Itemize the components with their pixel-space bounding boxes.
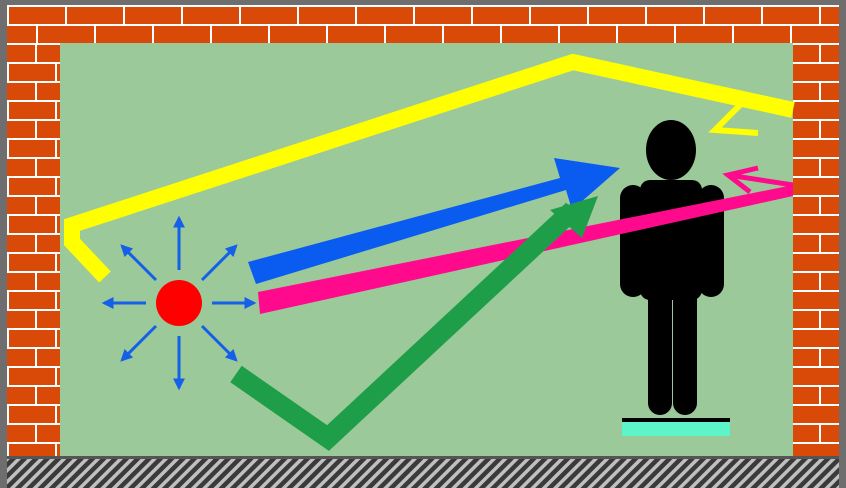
left-brick-wall — [7, 43, 60, 458]
right-brick-wall — [793, 43, 839, 458]
ceiling-brick-wall — [7, 5, 839, 43]
hatched-floor — [7, 458, 839, 488]
floor-mat-icon — [622, 422, 730, 436]
floor-mat-edge — [622, 418, 730, 422]
floor-edge — [7, 456, 839, 459]
sound-source-icon — [156, 280, 202, 326]
